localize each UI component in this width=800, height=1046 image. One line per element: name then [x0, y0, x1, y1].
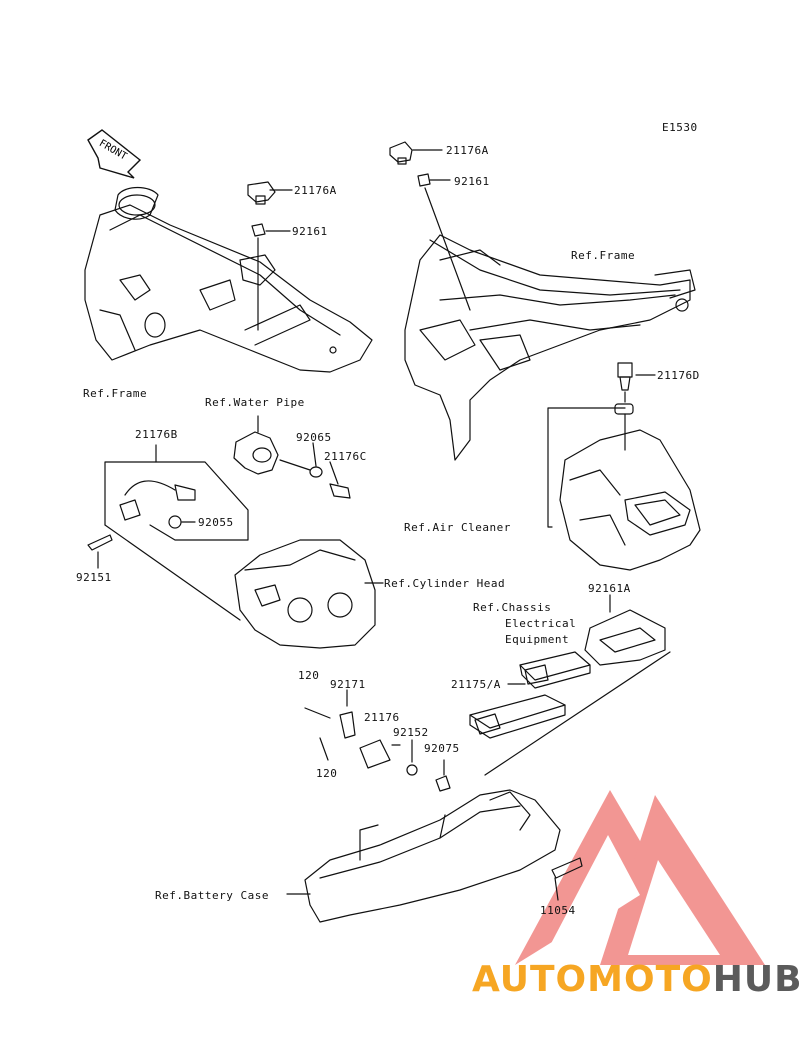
part-label-92161a: 92161A [588, 582, 631, 595]
part-label-120-bottom: 120 [316, 767, 338, 780]
part-label-21176a-right: 21176A [446, 144, 489, 157]
part-label-21176c: 21176C [324, 450, 367, 463]
ref-label-frame-left: Ref.Frame [83, 387, 148, 400]
ref-label-cylinder-head: Ref.Cylinder Head [384, 577, 506, 590]
part-label-92161-right: 92161 [454, 175, 490, 188]
part-label-92065: 92065 [296, 431, 332, 444]
watermark-text: AUTOMOTOHUB [472, 960, 800, 1000]
bracket-92161a [484, 594, 671, 776]
part-label-120-top: 120 [298, 669, 320, 682]
part-label-92055: 92055 [198, 516, 234, 529]
front-arrow-icon: FRONT [87, 129, 142, 179]
part-label-21175a: 21175/A [451, 678, 501, 691]
ref-label-chassis-line3: Equipment [505, 633, 570, 646]
ref-label-water-pipe: Ref.Water Pipe [205, 396, 305, 409]
ref-label-air-cleaner: Ref.Air Cleaner [404, 521, 511, 534]
sensor-21176b-group [87, 444, 249, 621]
part-label-92151: 92151 [76, 571, 112, 584]
sensor-21176a-right [389, 141, 471, 311]
part-label-92152: 92152 [393, 726, 429, 739]
diagram-code: E1530 [662, 121, 698, 134]
right-frame-drawing [404, 234, 696, 461]
watermark-part2: HUB [712, 959, 800, 1000]
watermark-part1: AUTOMOTO [472, 959, 713, 1000]
part-label-92171: 92171 [330, 678, 366, 691]
part-label-11054: 11054 [540, 904, 576, 917]
part-label-21176d: 21176D [657, 369, 700, 382]
ref-label-battery-case: Ref.Battery Case [155, 889, 269, 902]
air-cleaner-drawing [547, 407, 701, 571]
battery-case-drawing [286, 789, 583, 923]
small-parts-group [304, 689, 451, 792]
ref-label-chassis-line1: Ref.Chassis [473, 601, 552, 614]
watermark-logo [515, 790, 765, 965]
ref-label-chassis-line2: Electrical [505, 617, 577, 630]
ref-label-frame-right: Ref.Frame [571, 249, 636, 262]
part-label-21176a-left: 21176A [294, 184, 337, 197]
sensor-21176a-left [247, 181, 293, 331]
part-label-21176b: 21176B [135, 428, 178, 441]
ecu-21175-drawing [469, 651, 591, 739]
left-frame-drawing [84, 186, 373, 373]
water-pipe-drawing [233, 415, 351, 499]
part-label-21176: 21176 [364, 711, 400, 724]
part-label-92161-left: 92161 [292, 225, 328, 238]
part-label-92075: 92075 [424, 742, 460, 755]
sensor-21176d [614, 362, 656, 415]
cylinder-head-drawing [234, 539, 384, 649]
